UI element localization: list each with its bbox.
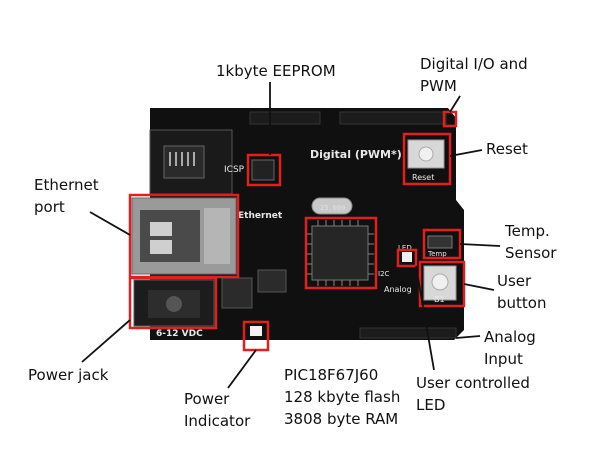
label-user-led-line2: LED (416, 396, 446, 414)
leader-power-led (227, 349, 257, 389)
label-mcu-line1: PIC18F67J60 (284, 366, 379, 384)
digital-header (339, 111, 447, 125)
power-header (249, 111, 321, 125)
eeprom-chip (251, 159, 275, 181)
label-mcu-line3: 3808 byte RAM (284, 410, 399, 428)
label-power-indicator-line1: Power (184, 390, 230, 408)
highlight-user-led (396, 248, 418, 268)
board-label-i2c: I2C (378, 270, 390, 278)
label-reset: Reset (486, 140, 528, 158)
user-led-chip (402, 252, 412, 262)
board-label-led: LED (398, 244, 412, 252)
label-digital-io-line1: Digital I/O and (420, 55, 528, 73)
board-label-analog: Analog (384, 285, 412, 294)
board-label-b1: B1 (434, 295, 445, 304)
highlight-mcu (304, 216, 378, 290)
mcu-chip (311, 225, 369, 281)
label-mcu-line2: 128 kbyte flash (284, 388, 401, 406)
leader-reset (449, 149, 483, 157)
analog-header (359, 327, 457, 339)
board-label-ethernet: Ethernet (238, 211, 283, 221)
label-power-indicator-line2: Indicator (184, 412, 251, 430)
temp-sensor-chip (427, 235, 453, 249)
leader-power-jack (81, 319, 131, 363)
label-user-button-line2: button (497, 294, 547, 312)
board-label-temp: Temp (427, 250, 447, 258)
leader-temp (459, 243, 501, 247)
leader-digital (449, 95, 461, 113)
board-label-vdc: 6-12 VDC (156, 329, 203, 339)
label-analog-line1: Analog (484, 328, 536, 346)
leader-user-button (463, 283, 495, 291)
label-ethernet-line1: Ethernet (34, 176, 99, 194)
label-analog-line2: Input (484, 350, 523, 368)
leader-user-led (415, 265, 435, 371)
label-power-jack: Power jack (28, 366, 109, 384)
leader-analog (455, 335, 481, 339)
board-label-reset: Reset (412, 173, 434, 182)
label-eeprom: 1kbyte EEPROM (216, 62, 336, 80)
highlight-reset (402, 132, 452, 186)
label-ethernet-line2: port (34, 198, 65, 216)
label-temp-line2: Sensor (505, 244, 557, 262)
board-label-icsp: ICSP (224, 165, 245, 175)
reset-switch (407, 139, 445, 169)
label-digital-io-line2: PWM (420, 77, 457, 95)
board-label-digital: Digital (PWM*) (310, 148, 402, 161)
highlight-eeprom (246, 153, 282, 187)
crystal (311, 197, 353, 215)
leader-ethernet (89, 211, 131, 236)
label-temp-line1: Temp. (505, 222, 550, 240)
label-user-button-line1: User (497, 272, 532, 290)
label-user-led-line1: User controlled (416, 374, 530, 392)
power-led-chip (250, 326, 262, 336)
crystal-label: 25.000 (320, 204, 345, 212)
highlight-power-jack (128, 276, 218, 330)
